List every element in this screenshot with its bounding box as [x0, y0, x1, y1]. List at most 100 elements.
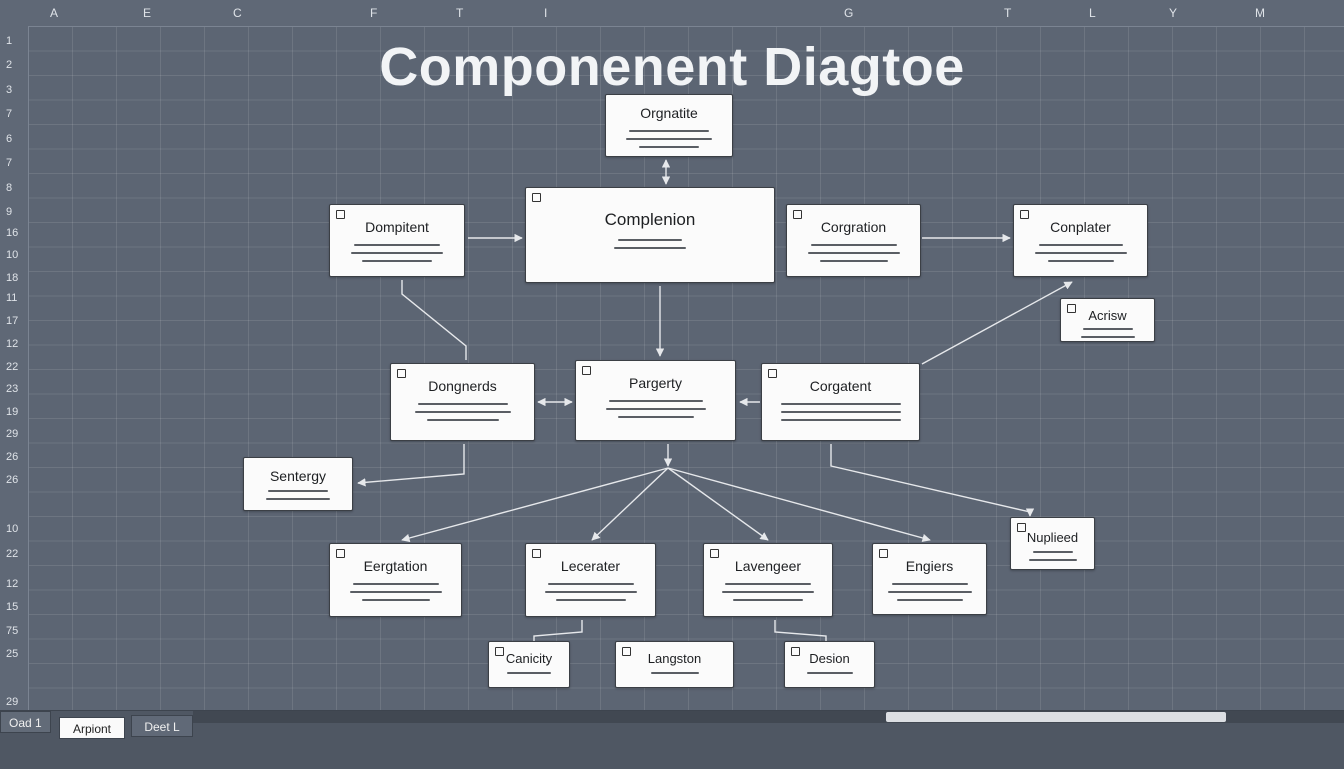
column-label[interactable]: T	[456, 6, 464, 20]
node-title: Corgration	[820, 219, 887, 235]
node-text-lines	[1011, 548, 1094, 564]
node-acrisw[interactable]: Acrisw	[1060, 298, 1155, 342]
node-nuplieed[interactable]: Nuplieed	[1010, 517, 1095, 570]
node-text-lines	[762, 400, 919, 424]
row-label[interactable]: 18	[6, 272, 19, 284]
node-corgatent[interactable]: Corgatent	[761, 363, 920, 441]
node-title: Lavengeer	[734, 558, 802, 574]
sheet-tab-active[interactable]: Arpiont	[59, 717, 125, 739]
node-title: Engiers	[905, 558, 954, 574]
row-label[interactable]: 16	[6, 227, 19, 239]
row-label[interactable]: 12	[6, 578, 19, 590]
row-label[interactable]: 23	[6, 383, 19, 395]
column-label[interactable]: F	[370, 6, 378, 20]
node-canicity[interactable]: Canicity	[488, 641, 570, 688]
node-dongnerds[interactable]: Dongnerds	[390, 363, 535, 441]
connector-corgatent-nuplieed	[830, 444, 1035, 517]
node-icon	[582, 366, 591, 375]
column-label[interactable]: C	[233, 6, 242, 20]
node-title: Nuplieed	[1026, 530, 1079, 545]
row-label[interactable]: 29	[6, 428, 19, 440]
column-label[interactable]: G	[844, 6, 854, 20]
node-text-lines	[1061, 325, 1154, 341]
connector-hub-lavengeer	[667, 467, 769, 541]
node-title: Dongnerds	[428, 378, 497, 394]
node-icon	[1017, 523, 1026, 532]
row-label[interactable]: 29	[6, 696, 19, 708]
column-label[interactable]: E	[143, 6, 152, 20]
node-title: Orgnatite	[640, 105, 698, 121]
node-eergtation[interactable]: Eergtation	[329, 543, 462, 617]
row-label[interactable]: 15	[6, 601, 19, 613]
row-label[interactable]: 2	[6, 59, 13, 71]
row-label[interactable]: 10	[6, 249, 19, 261]
node-pargerty[interactable]: Pargerty	[575, 360, 736, 441]
node-text-lines	[576, 397, 735, 421]
column-label[interactable]: Y	[1169, 6, 1178, 20]
node-orgnatite[interactable]: Orgnatite	[605, 94, 733, 157]
row-label[interactable]: 8	[6, 182, 13, 194]
node-text-lines	[616, 669, 733, 677]
row-label[interactable]: 11	[6, 292, 18, 304]
column-label[interactable]: M	[1255, 6, 1265, 20]
row-label[interactable]: 1	[6, 35, 13, 47]
node-icon	[768, 369, 777, 378]
node-icon	[495, 647, 504, 656]
node-title: Acrisw	[1088, 308, 1127, 323]
node-complenion[interactable]: Complenion	[525, 187, 775, 283]
column-label[interactable]: I	[544, 6, 548, 20]
row-label[interactable]: 19	[6, 406, 19, 418]
row-label[interactable]: 3	[6, 84, 13, 96]
connector-hub-engiers	[667, 467, 931, 543]
column-label[interactable]: T	[1004, 6, 1012, 20]
row-label[interactable]: 22	[6, 548, 19, 560]
node-dompitent[interactable]: Dompitent	[329, 204, 465, 277]
connector-corgatent-conplater	[921, 281, 1073, 365]
node-icon	[879, 549, 888, 558]
node-title: Dompitent	[365, 219, 429, 235]
row-label[interactable]: 25	[6, 648, 19, 660]
row-header: 1 2 3 7 6 7 8 9 16 10 18 11 17 12 22 23 …	[0, 26, 29, 710]
connector-lecerater-canicity	[533, 620, 583, 642]
row-label[interactable]: 7	[6, 157, 13, 169]
node-icon	[1020, 210, 1029, 219]
node-text-lines	[391, 400, 534, 424]
node-text-lines	[489, 669, 569, 677]
node-conplater[interactable]: Conplater	[1013, 204, 1148, 277]
scrollbar-thumb[interactable]	[886, 712, 1226, 722]
row-label[interactable]: 17	[6, 315, 19, 327]
connector-hub-lecerater	[591, 467, 669, 541]
node-desion[interactable]: Desion	[784, 641, 875, 688]
column-label[interactable]: A	[50, 6, 59, 20]
node-icon	[532, 193, 541, 202]
row-label[interactable]: 22	[6, 361, 19, 373]
node-corgration[interactable]: Corgration	[786, 204, 921, 277]
node-lavengeer[interactable]: Lavengeer	[703, 543, 833, 617]
node-text-lines	[873, 580, 986, 604]
node-icon	[532, 549, 541, 558]
node-icon	[1067, 304, 1076, 313]
row-label[interactable]: 26	[6, 451, 19, 463]
node-text-lines	[330, 241, 464, 265]
diagram-title: Componenent Diagtoe	[379, 37, 965, 97]
column-label[interactable]: L	[1089, 6, 1096, 20]
connector-dongnerds-sentergy	[357, 444, 465, 487]
row-label[interactable]: 75	[6, 625, 19, 637]
row-label[interactable]: 9	[6, 206, 13, 218]
node-icon	[793, 210, 802, 219]
horizontal-scrollbar[interactable]	[193, 711, 1344, 723]
row-label[interactable]: 6	[6, 133, 13, 145]
sheet-tab[interactable]: Oad 1	[0, 711, 51, 733]
row-label[interactable]: 26	[6, 474, 19, 486]
connector-dompitent-dongnerds	[401, 280, 467, 360]
node-langston[interactable]: Langston	[615, 641, 734, 688]
connector-lavengeer-desion	[774, 620, 827, 642]
node-sentergy[interactable]: Sentergy	[243, 457, 353, 511]
row-label[interactable]: 7	[6, 108, 13, 120]
node-engiers[interactable]: Engiers	[872, 543, 987, 615]
row-label[interactable]: 10	[6, 523, 19, 535]
sheet-tab[interactable]: Deet L	[131, 715, 193, 737]
node-icon	[397, 369, 406, 378]
node-lecerater[interactable]: Lecerater	[525, 543, 656, 617]
row-label[interactable]: 12	[6, 338, 19, 350]
